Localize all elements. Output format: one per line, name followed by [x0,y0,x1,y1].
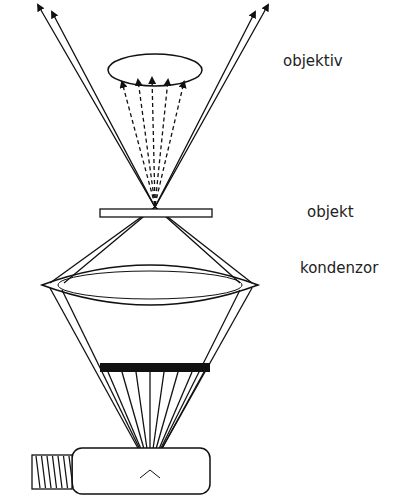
screw-thread [47,456,51,488]
screw-thread [53,456,57,488]
part-label: objekt [307,203,354,221]
screw-thread [58,456,62,488]
part-label: kondenzor [300,259,378,277]
screw-thread [36,456,40,488]
screw-thread [42,456,46,488]
screw-thread [69,456,73,488]
part-label: objektiv [283,52,343,70]
screw-thread [64,456,68,488]
